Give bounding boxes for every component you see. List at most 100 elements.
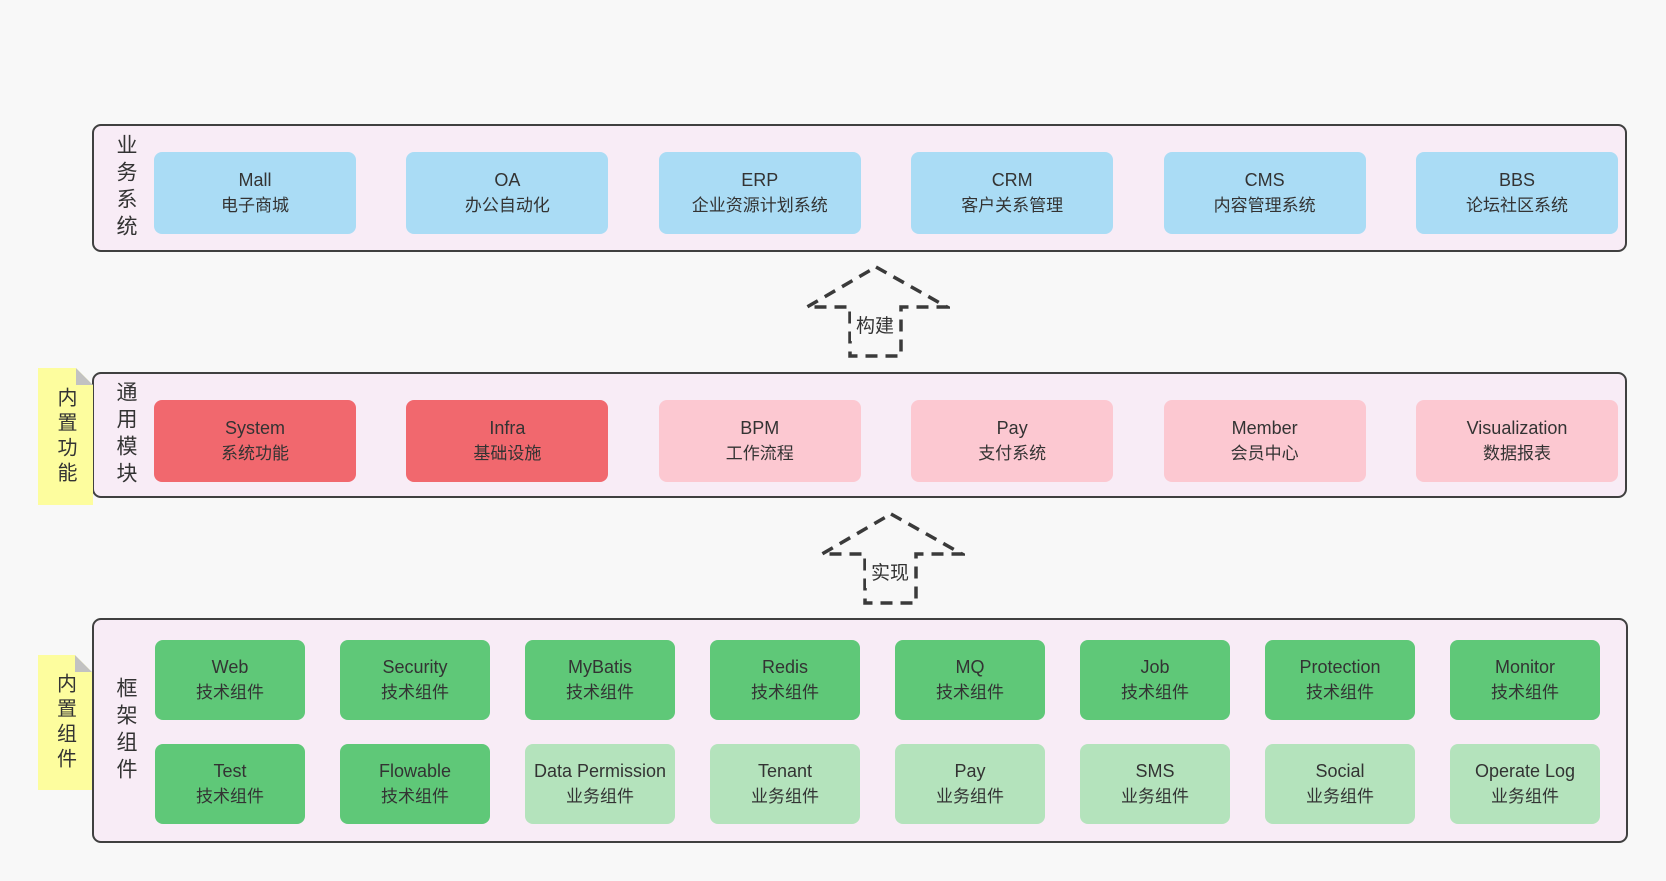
box-pay: Pay 业务组件 <box>895 744 1045 824</box>
box-name: Redis <box>761 657 809 677</box>
box-name: ERP <box>741 170 779 190</box>
box-name: Tenant <box>757 761 813 781</box>
box-flowable: Flowable 技术组件 <box>340 744 490 824</box>
box-name: SMS <box>1135 761 1175 781</box>
box-monitor: Monitor 技术组件 <box>1450 640 1600 720</box>
box-name: Social <box>1315 761 1365 781</box>
box-desc: 支付系统 <box>978 444 1047 463</box>
box-name: Data Permission <box>533 761 667 781</box>
box-erp: ERP 企业资源计划系统 <box>658 152 861 234</box>
layer-title-common-modules: 通用模块 <box>114 381 137 489</box>
box-name: System <box>224 418 285 438</box>
box-name: Visualization <box>1466 418 1568 438</box>
box-desc: 数据报表 <box>1483 444 1551 463</box>
note-built-in-features: 内置功能 <box>38 368 93 505</box>
box-name: Pay <box>954 761 986 781</box>
box-desc: 工作流程 <box>725 444 794 463</box>
box-web: Web 技术组件 <box>155 640 305 720</box>
box-job: Job 技术组件 <box>1080 640 1230 720</box>
arrow-build-label: 构建 <box>850 310 900 341</box>
box-name: MyBatis <box>567 657 632 677</box>
box-desc: 客户关系管理 <box>961 196 1064 215</box>
box-data-permission: Data Permission 业务组件 <box>525 744 675 824</box>
box-security: Security 技术组件 <box>340 640 490 720</box>
arrow-implement: 实现 <box>820 511 965 606</box>
box-mybatis: MyBatis 技术组件 <box>525 640 675 720</box>
box-desc: 业务组件 <box>1306 787 1374 806</box>
box-desc: 技术组件 <box>566 683 634 702</box>
box-desc: 基础设施 <box>473 444 542 463</box>
box-desc: 技术组件 <box>381 683 449 702</box>
box-protection: Protection 技术组件 <box>1265 640 1415 720</box>
box-desc: 业务组件 <box>1491 787 1559 806</box>
box-desc: 会员中心 <box>1230 444 1299 463</box>
note-built-in-components: 内置组件 <box>38 655 92 790</box>
box-mq: MQ 技术组件 <box>895 640 1045 720</box>
box-desc: 技术组件 <box>1491 683 1559 702</box>
box-infra: Infra 基础设施 <box>406 400 609 482</box>
box-name: Security <box>382 657 448 677</box>
box-desc: 办公自动化 <box>464 196 550 215</box>
box-desc: 业务组件 <box>936 787 1004 806</box>
box-desc: 论坛社区系统 <box>1466 196 1568 215</box>
folded-corner-icon <box>76 368 93 385</box>
box-oa: OA 办公自动化 <box>406 152 609 234</box>
box-name: Pay <box>996 418 1028 438</box>
box-bpm: BPM 工作流程 <box>658 400 861 482</box>
box-desc: 技术组件 <box>1306 683 1374 702</box>
layer-common-modules: 通用模块 System 系统功能 Infra 基础设施 BPM 工作流程 Pay 支付系统 Me… <box>92 372 1627 498</box>
box-name: BPM <box>740 418 780 438</box>
box-name: BBS <box>1498 170 1536 190</box>
box-name: Flowable <box>378 761 452 781</box>
box-pay: Pay 支付系统 <box>911 400 1114 482</box>
box-desc: 业务组件 <box>1121 787 1189 806</box>
box-name: Web <box>211 657 249 677</box>
box-desc: 电子商城 <box>221 196 289 215</box>
box-name: Operate Log <box>1474 761 1576 781</box>
layer-title-framework-components: 框架组件 <box>114 676 137 785</box>
box-name: Monitor <box>1494 657 1556 677</box>
box-desc: 技术组件 <box>1121 683 1189 702</box>
note-text: 内置组件 <box>53 672 76 773</box>
box-desc: 系统功能 <box>221 444 289 463</box>
note-text: 内置功能 <box>54 386 76 487</box>
up-arrow-icon <box>805 264 950 358</box>
box-desc: 技术组件 <box>936 683 1004 702</box>
box-test: Test 技术组件 <box>155 744 305 824</box>
box-operate-log: Operate Log 业务组件 <box>1450 744 1600 824</box>
box-name: Infra <box>489 418 526 438</box>
box-desc: 内容管理系统 <box>1213 196 1316 215</box>
layer-title-business-systems: 业务系统 <box>114 134 137 242</box>
box-visualization: Visualization 数据报表 <box>1416 400 1618 482</box>
box-crm: CRM 客户关系管理 <box>911 152 1114 234</box>
up-arrow-icon <box>820 511 965 605</box>
box-name: Protection <box>1299 657 1381 677</box>
box-bbs: BBS 论坛社区系统 <box>1416 152 1618 234</box>
box-desc: 业务组件 <box>566 787 634 806</box>
box-redis: Redis 技术组件 <box>710 640 860 720</box>
box-member: Member 会员中心 <box>1163 400 1366 482</box>
arrow-implement-label: 实现 <box>865 557 915 588</box>
box-name: CMS <box>1244 170 1285 190</box>
box-social: Social 业务组件 <box>1265 744 1415 824</box>
arrow-build: 构建 <box>805 264 950 359</box>
folded-corner-icon <box>75 655 92 672</box>
box-name: Job <box>1140 657 1170 677</box>
box-desc: 技术组件 <box>381 787 449 806</box>
box-name: Test <box>213 761 247 781</box>
box-sms: SMS 业务组件 <box>1080 744 1230 824</box>
box-desc: 企业资源计划系统 <box>691 196 828 215</box>
box-cms: CMS 内容管理系统 <box>1163 152 1366 234</box>
box-desc: 技术组件 <box>196 787 264 806</box>
box-name: OA <box>494 170 521 190</box>
box-name: Member <box>1231 418 1298 438</box>
box-desc: 技术组件 <box>751 683 819 702</box>
box-name: CRM <box>991 170 1033 190</box>
box-name: MQ <box>955 657 985 677</box>
box-desc: 技术组件 <box>196 683 264 702</box>
